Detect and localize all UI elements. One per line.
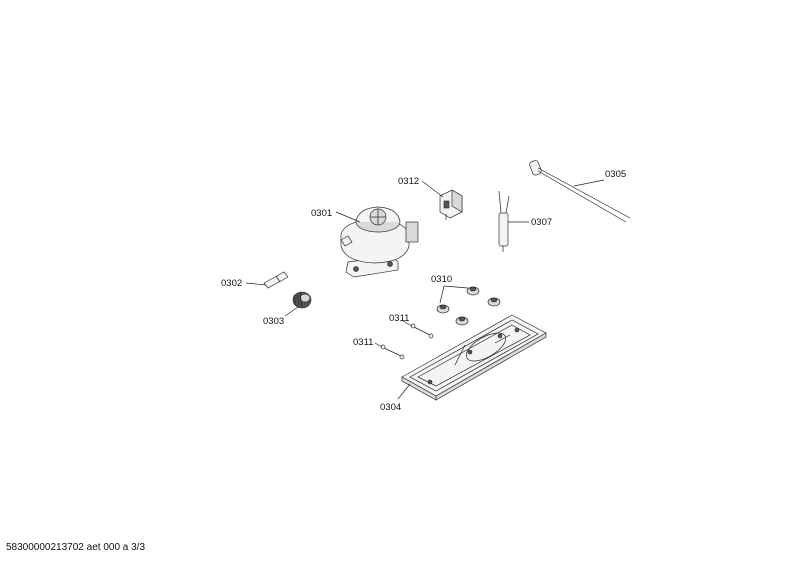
base-plate-part[interactable] bbox=[401, 314, 547, 401]
clip-part[interactable] bbox=[380, 344, 405, 360]
part-label[interactable]: 0301 bbox=[311, 208, 332, 219]
relay-part[interactable] bbox=[439, 189, 463, 220]
leader-line bbox=[335, 211, 361, 223]
leader-line bbox=[284, 306, 299, 317]
capacitor-part[interactable] bbox=[498, 190, 510, 252]
clip-part[interactable] bbox=[410, 323, 434, 339]
part-label[interactable]: 0310 bbox=[431, 274, 452, 285]
compressor-part[interactable] bbox=[340, 206, 419, 278]
leader-line bbox=[573, 179, 605, 187]
sensor-part[interactable] bbox=[529, 160, 631, 223]
part-label[interactable]: 0307 bbox=[531, 217, 552, 228]
part-label[interactable]: 0305 bbox=[605, 169, 626, 180]
leader-line bbox=[443, 285, 469, 289]
leader-line bbox=[397, 383, 411, 400]
part-label[interactable]: 0303 bbox=[263, 316, 284, 327]
pin-part[interactable] bbox=[263, 271, 289, 289]
part-label[interactable]: 0312 bbox=[398, 176, 419, 187]
leader-line bbox=[374, 342, 383, 348]
leader-line bbox=[402, 320, 413, 327]
part-label[interactable]: 0311 bbox=[389, 313, 409, 324]
grommet-set-part[interactable] bbox=[436, 286, 501, 326]
footer-document-code: 58300000213702 aet 000 a 3/3 bbox=[6, 542, 146, 553]
part-label[interactable]: 0304 bbox=[380, 402, 401, 413]
part-label[interactable]: 0311 bbox=[353, 337, 373, 348]
knob-part[interactable] bbox=[292, 291, 312, 309]
part-label[interactable]: 0302 bbox=[221, 278, 242, 289]
leader-line bbox=[245, 282, 267, 286]
leader-line bbox=[439, 285, 445, 304]
leader-line bbox=[421, 180, 444, 198]
